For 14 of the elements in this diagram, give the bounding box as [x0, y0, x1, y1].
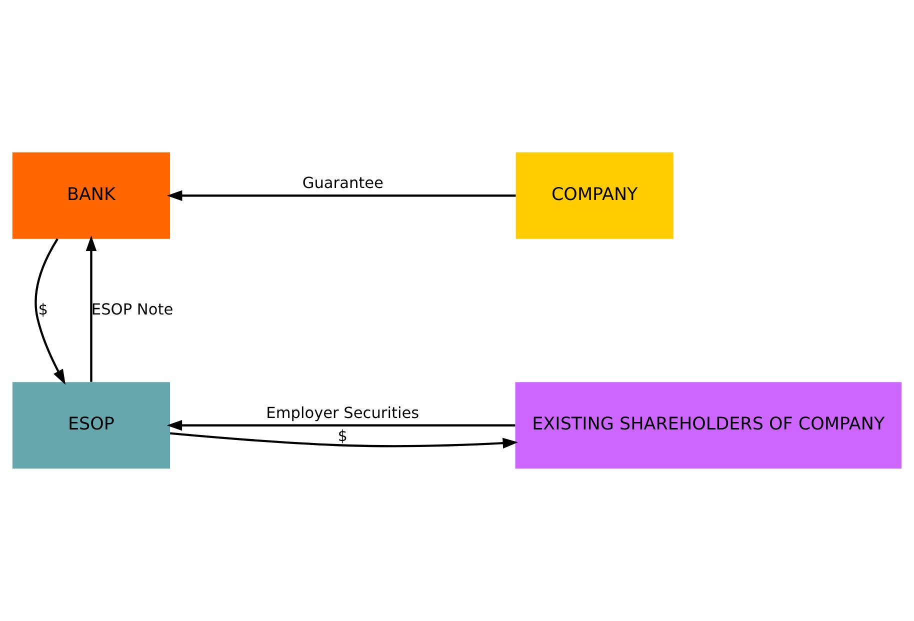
edge-label: $	[338, 426, 348, 445]
edge-label: $	[38, 300, 48, 319]
arrow	[166, 420, 516, 431]
edge-label: Guarantee	[302, 174, 384, 192]
arrow	[170, 432, 518, 448]
edge-label: Employer Securities	[266, 404, 420, 422]
arrow	[166, 190, 516, 201]
arrow	[34, 238, 66, 385]
node-box: ESOP	[12, 382, 170, 469]
node-box: COMPANY	[516, 152, 674, 239]
node-box: EXISTING SHAREHOLDERS OF COMPANY	[515, 382, 902, 469]
arrow	[86, 236, 97, 382]
edge-label: ESOP Note	[91, 300, 174, 319]
node-box: BANK	[12, 152, 170, 239]
